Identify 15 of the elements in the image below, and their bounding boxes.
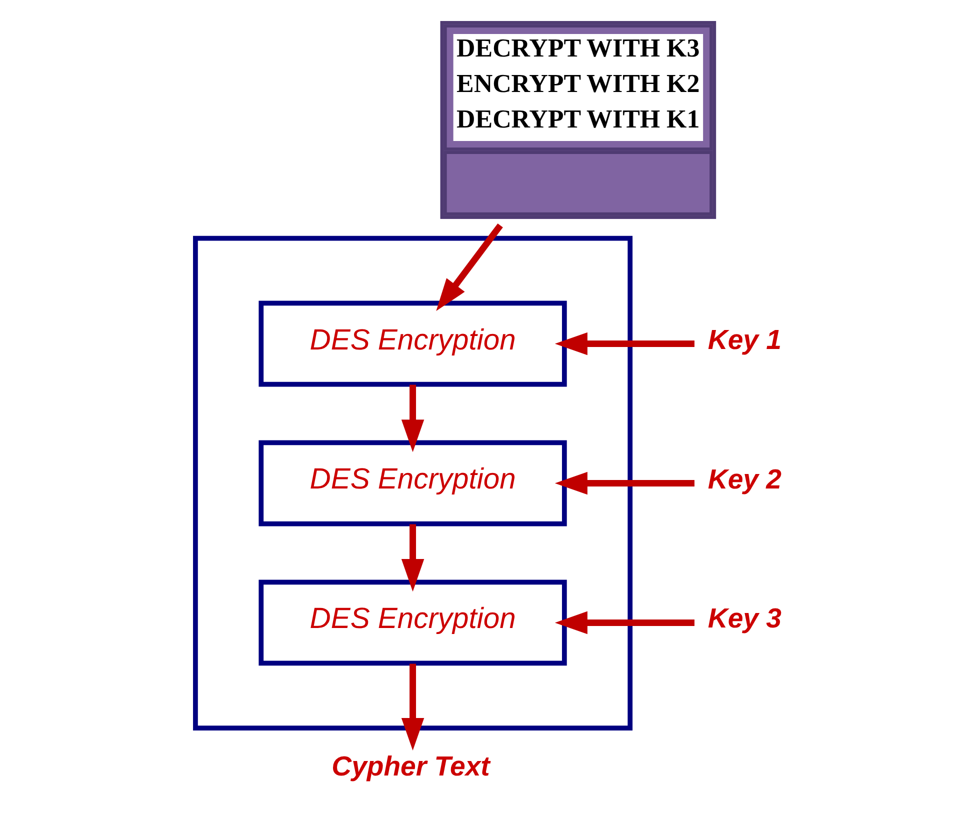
arrow — [554, 472, 694, 495]
node-text: Cypher Text — [331, 750, 490, 782]
arrow — [436, 223, 502, 311]
node-box: DES Encryption — [258, 300, 566, 387]
arrow — [400, 664, 424, 750]
arrow — [400, 384, 424, 452]
node-text: Key 3 — [707, 602, 781, 634]
arrow — [554, 332, 694, 356]
node-text: Key 1 — [707, 324, 781, 355]
cluster — [192, 236, 632, 731]
arrow — [400, 524, 424, 592]
node-box: DES Encryption — [258, 580, 566, 666]
arrow — [554, 611, 694, 634]
node-box: DES Encryption — [258, 440, 566, 526]
node-text: Key 2 — [707, 463, 781, 494]
